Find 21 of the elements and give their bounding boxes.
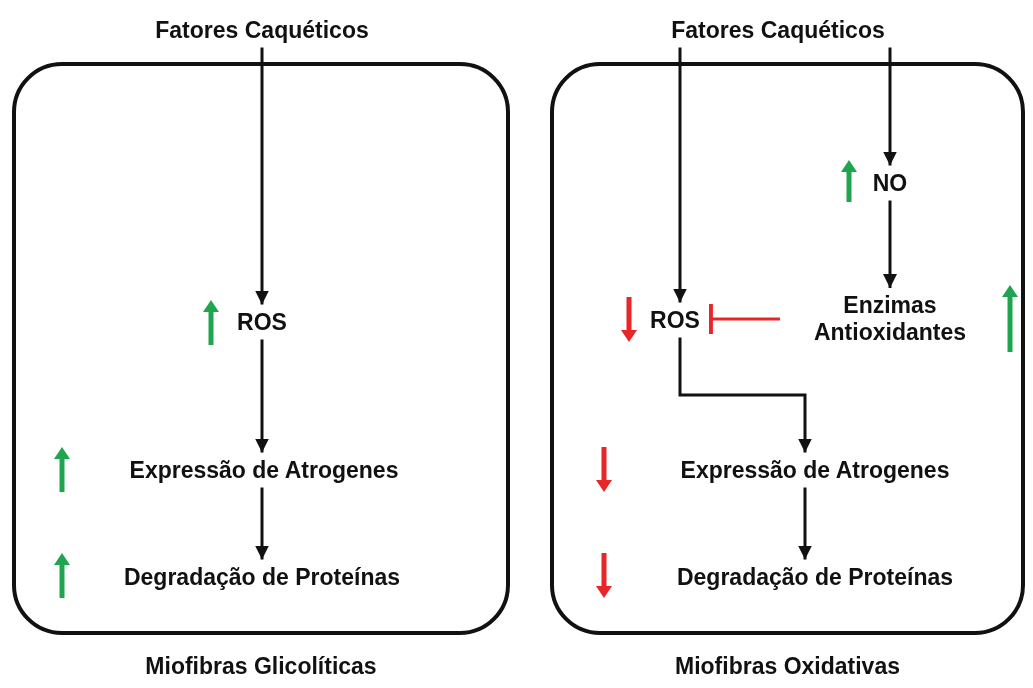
arrow — [883, 47, 897, 166]
node-label: Degradação de Proteínas — [113, 559, 411, 595]
node-label: Expressão de Atrogenes — [119, 452, 409, 488]
inhibition-connector — [708, 304, 780, 334]
node-label: ROS — [227, 304, 297, 340]
node-label: NO — [862, 165, 918, 201]
arrow — [883, 200, 897, 288]
arrow — [255, 339, 269, 453]
node-label: Enzimas Antioxidantes — [780, 288, 1000, 350]
arrow — [798, 487, 812, 560]
node-label: Fatores Caquéticos — [661, 12, 895, 48]
arrow — [255, 47, 269, 305]
node-label: Fatores Caquéticos — [145, 12, 379, 48]
node-label: Expressão de Atrogenes — [670, 452, 960, 488]
node-label: ROS — [640, 302, 710, 338]
node-label: Degradação de Proteínas — [666, 559, 964, 595]
arrow — [678, 337, 812, 453]
panel-caption: Miofibras Oxidativas — [675, 653, 900, 680]
arrow — [255, 487, 269, 560]
panel-caption: Miofibras Glicolíticas — [145, 653, 377, 680]
arrow — [673, 47, 687, 303]
